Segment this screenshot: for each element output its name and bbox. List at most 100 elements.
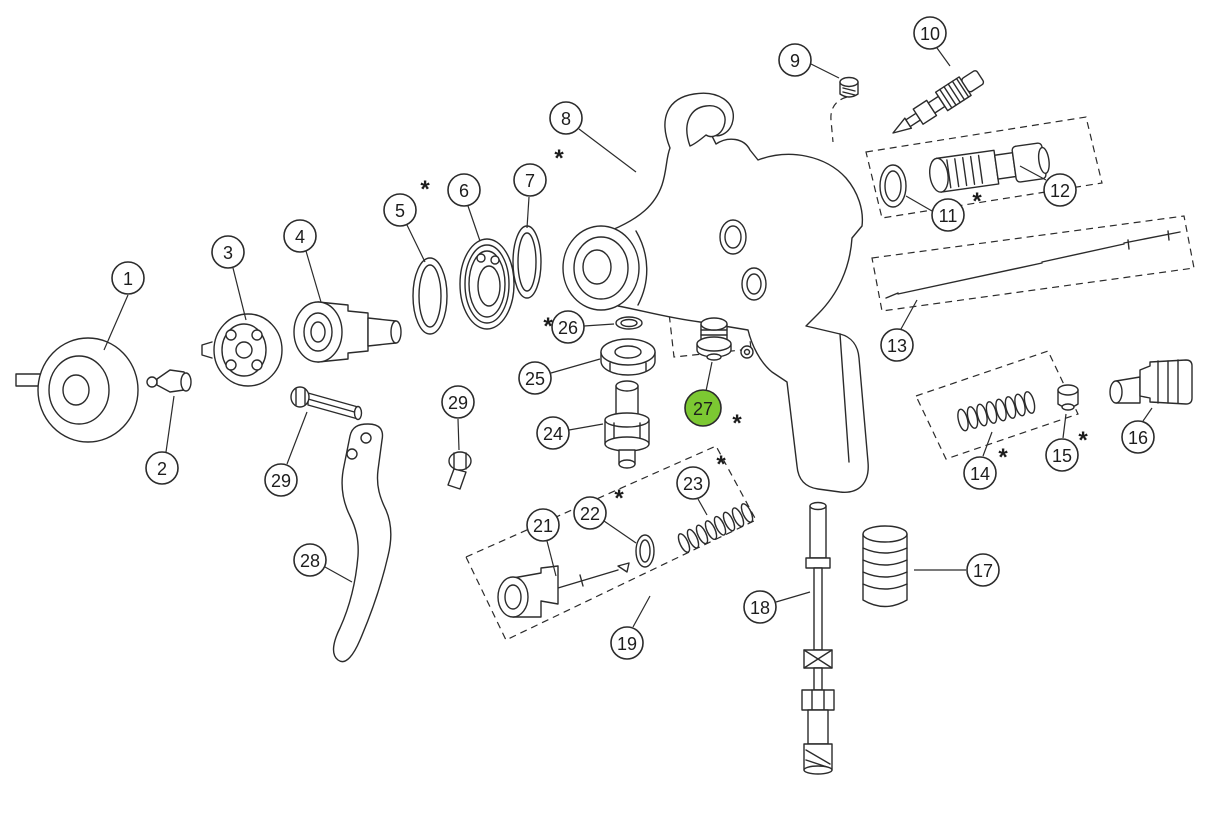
callout-bubble	[518, 361, 552, 395]
callout-19: 19	[610, 595, 651, 660]
callout-bubble	[1043, 173, 1077, 207]
callout-leader-line	[568, 423, 604, 431]
callout-leader-line	[697, 498, 708, 516]
callout-bubble	[966, 553, 1000, 587]
callout-leader-line	[546, 540, 557, 577]
callout-29: 29	[441, 385, 475, 451]
callout-28: 28	[293, 543, 353, 583]
callout-number: 29	[448, 393, 468, 413]
callout-18: 18	[743, 590, 811, 624]
callout-number: 15	[1052, 446, 1072, 466]
callout-number: 8	[561, 109, 571, 129]
callout-8: 8	[549, 101, 637, 173]
asterisk-marker: *	[732, 410, 742, 437]
dashed-box-part-12	[865, 116, 1103, 219]
callout-leader-line	[982, 431, 993, 457]
callout-leader-line	[165, 395, 175, 453]
callout-number: 13	[887, 336, 907, 356]
callout-number: 17	[973, 561, 993, 581]
dashed-line-part-9	[830, 96, 848, 143]
callout-11: 11*	[905, 188, 982, 232]
part-2-fluid-tip	[146, 369, 192, 393]
callout-number: 7	[525, 171, 535, 191]
callout-number: 29	[271, 471, 291, 491]
callout-leader-line	[810, 63, 840, 79]
callout-23: 23 *	[676, 451, 726, 516]
part-7-ring	[512, 225, 542, 299]
part-29-bolt	[447, 451, 472, 490]
callout-leader-line	[775, 591, 811, 603]
callout-13: 13	[880, 299, 918, 362]
callout-bubble	[293, 543, 327, 577]
part-26-washer	[615, 316, 643, 330]
callout-bubble	[684, 389, 722, 427]
callout-number: 10	[920, 24, 940, 44]
asterisk-marker: *	[716, 451, 726, 478]
callout-number: 16	[1128, 428, 1148, 448]
callout-bubble	[111, 261, 145, 295]
callout-number: 18	[750, 598, 770, 618]
callout-number: 23	[683, 474, 703, 494]
callout-leader-line	[1142, 407, 1153, 422]
callout-22: 22*	[573, 485, 637, 544]
callout-leader-line	[526, 196, 530, 229]
callout-leader-line	[578, 128, 637, 173]
callout-bubble	[283, 219, 317, 253]
callout-17: 17	[914, 553, 1000, 587]
callout-number: 27	[693, 399, 713, 419]
callout-bubble	[513, 163, 547, 197]
part-16-adjusting-knob	[1109, 359, 1193, 405]
callout-number: 26	[558, 318, 578, 338]
callout-21: 21	[526, 508, 560, 577]
callout-bubble	[264, 463, 298, 497]
callout-2: 2	[145, 395, 179, 485]
part-5-gasket	[412, 257, 448, 335]
part-4-retaining-ring	[293, 301, 402, 363]
callout-bubble	[383, 193, 417, 227]
callout-leader-line	[286, 411, 308, 465]
callout-leader-line	[457, 418, 460, 451]
callout-bubble	[913, 16, 947, 50]
callout-10: 10	[913, 16, 951, 67]
part-10-valve-stem-assembly	[892, 70, 985, 134]
callout-25: 25	[518, 358, 601, 395]
callout-bubble	[743, 590, 777, 624]
callout-bubble	[778, 43, 812, 77]
callout-bubble	[610, 626, 644, 660]
part-9-screw	[839, 76, 859, 98]
callout-bubble	[441, 385, 475, 419]
callout-5: 5*	[383, 176, 430, 263]
callout-bubble	[880, 328, 914, 362]
callout-leader-line	[632, 595, 651, 628]
callout-number: 9	[790, 51, 800, 71]
part-11-ring	[879, 164, 907, 208]
callout-bubble	[211, 235, 245, 269]
part-18-valve-stem-rod	[801, 501, 835, 775]
callout-1: 1	[103, 261, 145, 351]
callout-number: 12	[1050, 181, 1070, 201]
callout-27-highlighted: 27 *	[684, 361, 742, 437]
dashed-box-part-14	[915, 350, 1079, 460]
asterisk-marker: *	[1078, 427, 1088, 454]
part-17-fluid-connector	[862, 525, 908, 608]
asterisk-marker: *	[998, 444, 1008, 471]
part-29-pin	[290, 386, 363, 421]
callout-number: 22	[580, 504, 600, 524]
part-6-nozzle-housing	[459, 238, 515, 330]
callout-bubble	[676, 466, 710, 500]
part-23-spring	[677, 503, 754, 553]
asterisk-marker: *	[972, 188, 982, 215]
callout-leader-line	[900, 299, 918, 330]
callout-4: 4	[283, 219, 322, 303]
callout-number: 25	[525, 369, 545, 389]
callout-15: 15 *	[1045, 413, 1088, 472]
part-24-packing-nut	[604, 380, 650, 469]
callout-bubble	[573, 496, 607, 530]
callout-leader-line	[1019, 165, 1047, 181]
callout-16: 16	[1121, 407, 1155, 454]
part-21-valve-stem	[497, 562, 630, 618]
callout-7: 7*	[513, 145, 564, 229]
asterisk-marker: *	[554, 145, 564, 172]
